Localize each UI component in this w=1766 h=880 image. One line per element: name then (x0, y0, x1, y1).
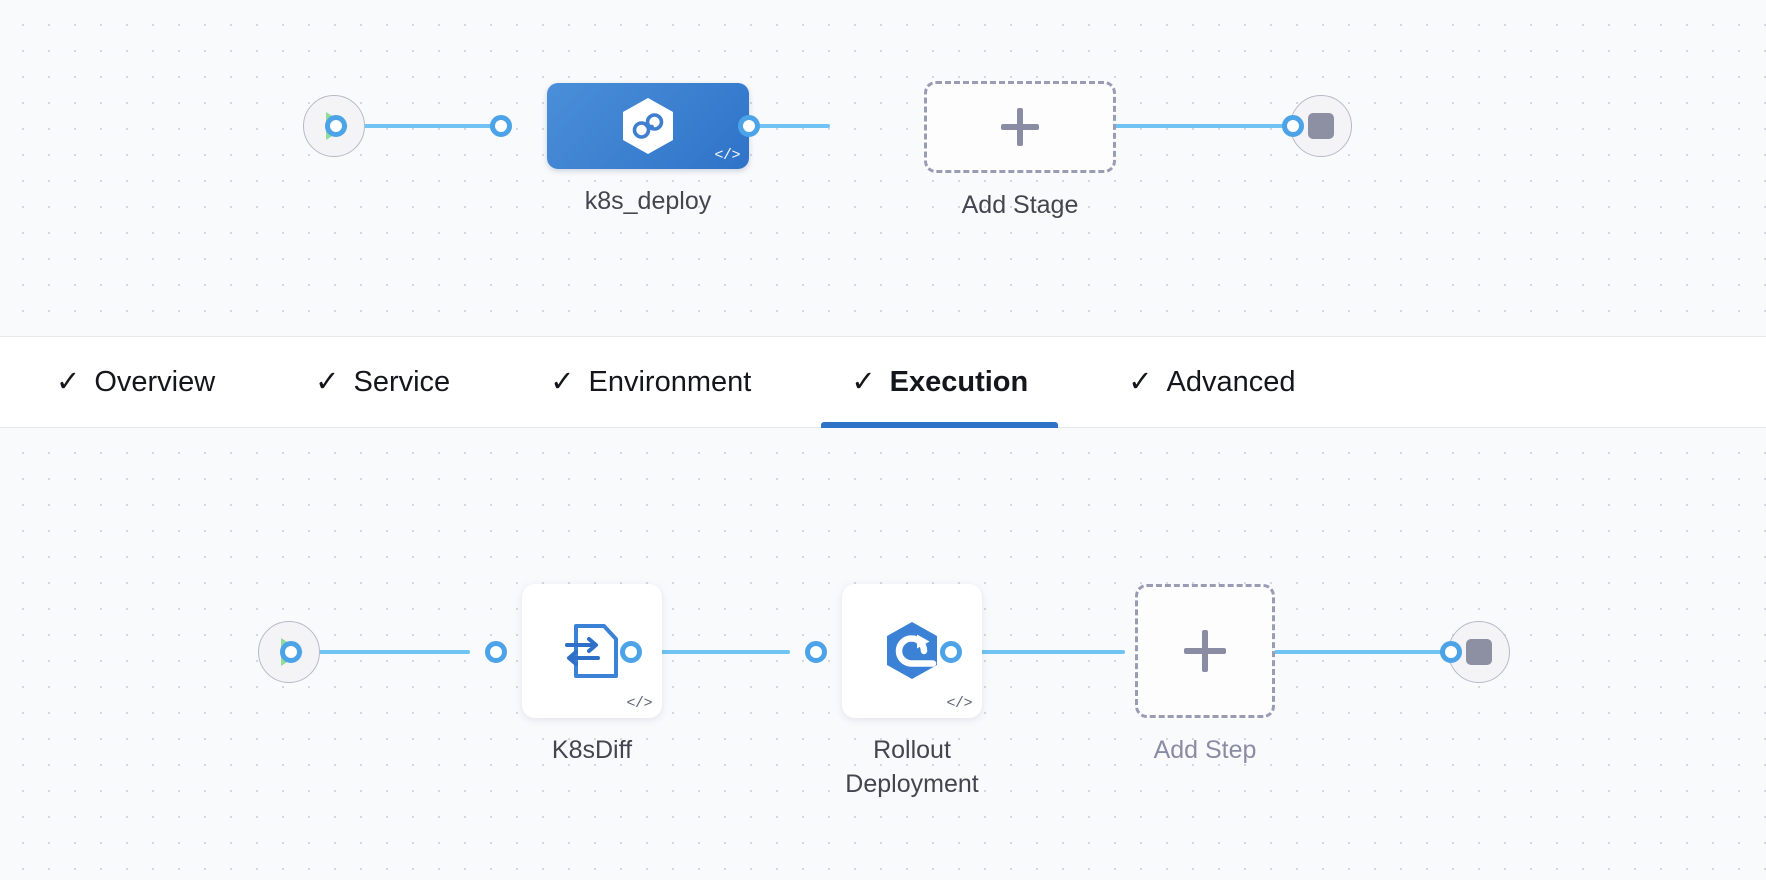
code-badge-icon: </> (714, 147, 740, 164)
edge-k8sdiff-to-rollout (625, 650, 790, 654)
start-output-port[interactable] (325, 115, 347, 137)
edge-rollout-to-addstep (945, 650, 1125, 654)
step-label-rollout-deployment: Rollout Deployment (845, 736, 979, 798)
check-icon: ✓ (1128, 365, 1153, 398)
rollout-deployment-hexagon-icon (887, 622, 937, 679)
tab-execution[interactable]: ✓ Execution (821, 337, 1059, 428)
stage-node-k8s-deploy-wrap: </> k8s_deploy (547, 83, 749, 219)
add-stage-label: Add Stage (961, 191, 1079, 219)
k8sdiff-output-port[interactable] (620, 641, 642, 663)
stage-label: k8s_deploy (584, 187, 712, 215)
step-node-k8sdiff[interactable]: </> (522, 584, 662, 718)
edge-start-to-stage (330, 124, 500, 128)
execution-end-input-port[interactable] (1440, 641, 1462, 663)
tab-service[interactable]: ✓ Service (285, 337, 480, 427)
check-icon: ✓ (315, 365, 340, 398)
execution-start-output-port[interactable] (280, 641, 302, 663)
add-stage-button[interactable] (924, 81, 1116, 173)
edge-start-to-k8sdiff (285, 650, 470, 654)
code-badge-icon: </> (946, 695, 972, 712)
tab-advanced[interactable]: ✓ Advanced (1098, 337, 1325, 427)
step-node-rollout-wrap: </> Rollout Deployment (817, 584, 1007, 802)
plus-icon (999, 106, 1041, 148)
stage-input-port[interactable] (490, 115, 512, 137)
rollout-input-port[interactable] (805, 641, 827, 663)
stage-pipeline: </> k8s_deploy Add Stage (0, 0, 1766, 336)
stage-tabbar: ✓ Overview ✓ Service ✓ Environment ✓ Exe… (0, 336, 1766, 428)
tab-environment[interactable]: ✓ Environment (520, 337, 781, 427)
end-input-port[interactable] (1282, 115, 1304, 137)
add-step-wrap: Add Step (1135, 584, 1275, 768)
execution-canvas[interactable]: </> K8sDiff </> Rollou (0, 428, 1766, 880)
plus-icon (1182, 628, 1228, 674)
stop-icon (1308, 113, 1334, 139)
tab-environment-label: Environment (588, 365, 752, 398)
tab-service-label: Service (353, 365, 451, 398)
step-node-k8sdiff-wrap: </> K8sDiff (497, 584, 687, 768)
check-icon: ✓ (550, 365, 575, 398)
stop-icon (1466, 639, 1492, 665)
harness-hexagon-icon (623, 98, 673, 154)
stage-node-k8s-deploy[interactable]: </> (547, 83, 749, 169)
add-stage-wrap: Add Stage (924, 81, 1116, 223)
tab-execution-label: Execution (889, 365, 1029, 398)
stage-canvas[interactable]: </> k8s_deploy Add Stage (0, 0, 1766, 336)
check-icon: ✓ (56, 365, 81, 398)
stage-end-node[interactable] (1290, 95, 1352, 157)
tab-advanced-label: Advanced (1166, 365, 1296, 398)
add-step-label: Add Step (1153, 736, 1257, 764)
edge-addstage-to-end (1112, 124, 1292, 128)
code-badge-icon: </> (626, 695, 652, 712)
tab-overview[interactable]: ✓ Overview (26, 337, 245, 427)
step-label-k8sdiff: K8sDiff (551, 736, 633, 764)
edge-addstep-to-end (1265, 650, 1450, 654)
check-icon: ✓ (851, 365, 876, 398)
stage-output-port[interactable] (738, 115, 760, 137)
k8s-diff-document-icon (565, 624, 618, 678)
tab-overview-label: Overview (94, 365, 216, 398)
rollout-output-port[interactable] (940, 641, 962, 663)
k8sdiff-input-port[interactable] (485, 641, 507, 663)
execution-pipeline: </> K8sDiff </> Rollou (0, 428, 1766, 880)
add-step-button[interactable] (1135, 584, 1275, 718)
